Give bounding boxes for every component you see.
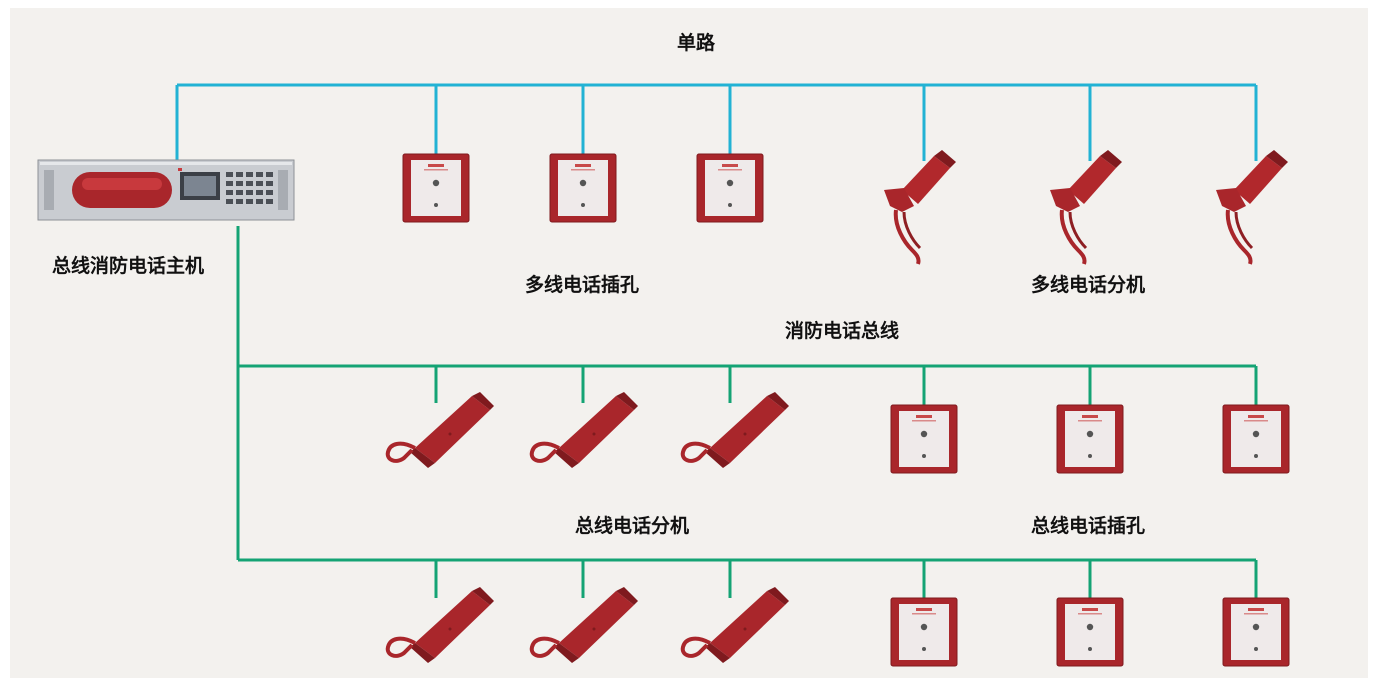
fire-telephone-host-unit — [37, 159, 295, 221]
multi-line-jack-2 — [549, 153, 617, 223]
bus-extension-row2-2 — [529, 585, 640, 665]
bus-jack-row1-3 — [1222, 404, 1290, 474]
bus-jack-row2-1 — [890, 597, 958, 667]
single-line-label: 单路 — [676, 32, 716, 54]
single-line-wires — [175, 83, 1258, 161]
bus-jack-row2-2 — [1056, 597, 1124, 667]
bus-extension-row1-3 — [680, 390, 791, 470]
bus-extension-row1-1 — [385, 390, 496, 470]
wiring-layer — [37, 83, 1290, 667]
diagram-canvas: 单路 总线消防电话主机 多线电话插孔 多线电话分机 消防电话总线 总线电话分机 … — [10, 8, 1368, 678]
bus-jack-row1-2 — [1056, 404, 1124, 474]
host-label: 总线消防电话主机 — [51, 255, 205, 277]
bus-jack-row2-3 — [1222, 597, 1290, 667]
multi-line-extension-3 — [1214, 148, 1290, 266]
multi-line-extension-label: 多线电话分机 — [1030, 274, 1146, 296]
multi-line-jack-1 — [402, 153, 470, 223]
multi-line-extension-1 — [882, 148, 958, 266]
bus-jack-label: 总线电话插孔 — [1030, 515, 1146, 537]
multi-line-jack-3 — [696, 153, 764, 223]
bus-jack-row1-1 — [890, 404, 958, 474]
bus-extension-row2-1 — [385, 585, 496, 665]
bus-label: 消防电话总线 — [784, 320, 900, 342]
multi-line-extension-2 — [1048, 148, 1124, 266]
bus-extension-label: 总线电话分机 — [574, 515, 690, 537]
bus-extension-row1-2 — [529, 390, 640, 470]
multi-line-jack-label: 多线电话插孔 — [524, 274, 640, 296]
bus-extension-row2-3 — [680, 585, 791, 665]
bus-wires — [236, 226, 1258, 598]
